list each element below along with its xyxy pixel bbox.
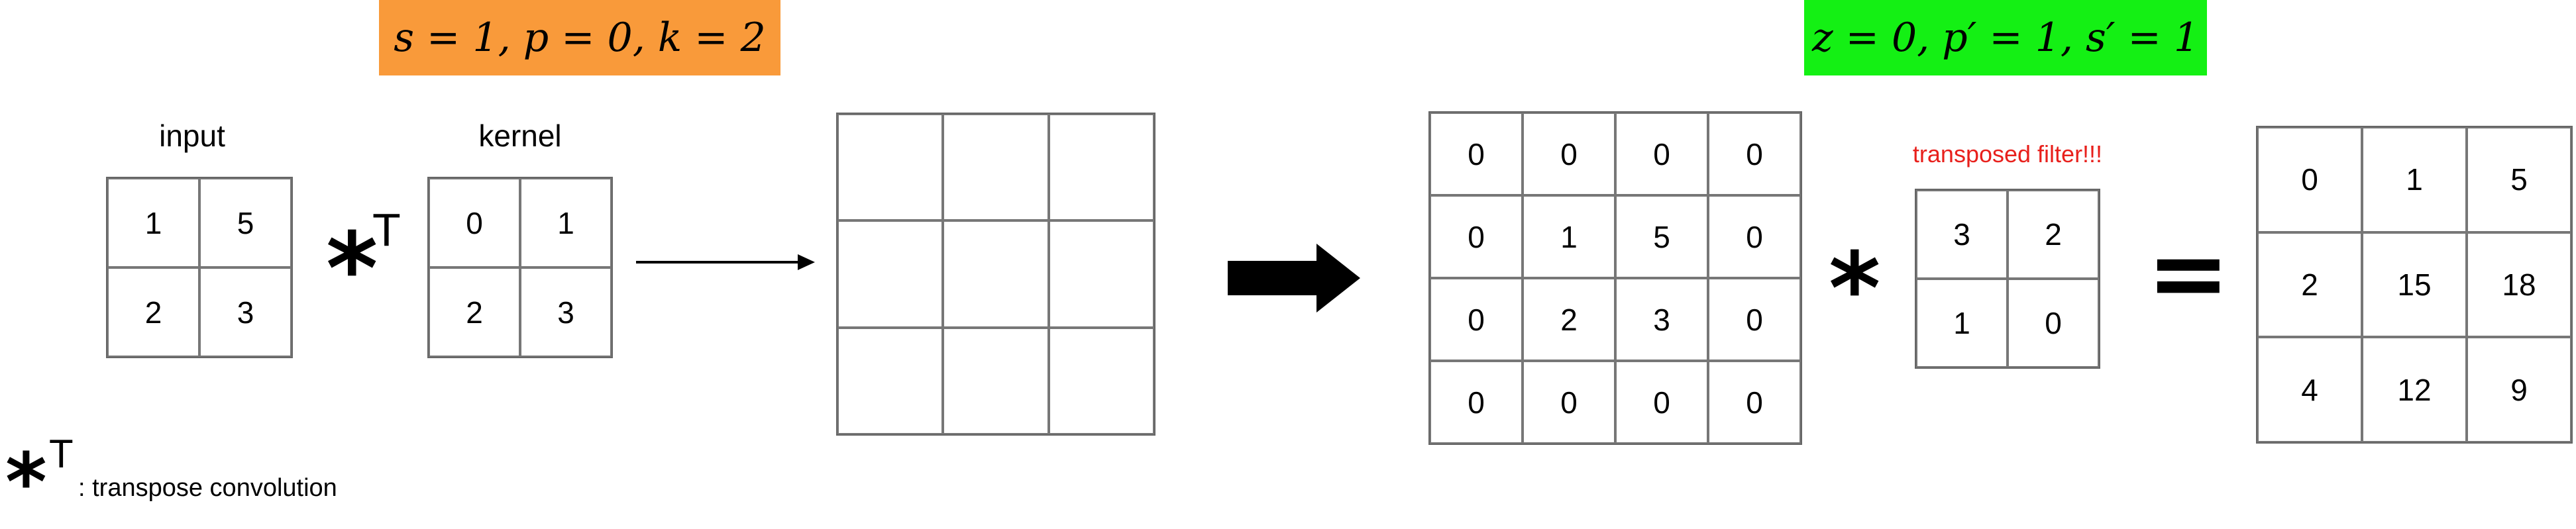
padded-cell: 0 bbox=[1430, 113, 1523, 195]
padded-cell: 0 bbox=[1523, 361, 1615, 444]
empty-cell bbox=[943, 327, 1049, 434]
empty-cell bbox=[1048, 220, 1154, 328]
transposed-filter-label: transposed filter!!! bbox=[1912, 140, 2103, 168]
filter-cell: 3 bbox=[1916, 190, 2008, 279]
empty-cell bbox=[1048, 114, 1154, 221]
input-cell: 2 bbox=[107, 267, 199, 357]
result-cell: 5 bbox=[2467, 127, 2571, 232]
kernel-cell: 0 bbox=[429, 178, 520, 267]
thin-arrow bbox=[636, 254, 815, 270]
input-cell: 1 bbox=[107, 178, 199, 267]
params-left-box: s = 1, p = 0, k = 2 bbox=[379, 0, 780, 75]
padded-cell: 5 bbox=[1615, 195, 1708, 278]
empty-cell bbox=[943, 220, 1049, 328]
input-cell: 3 bbox=[199, 267, 292, 357]
input-label: input bbox=[159, 119, 225, 153]
transposed-filter-matrix: 3 2 1 0 bbox=[1915, 189, 2100, 369]
empty-cell bbox=[1048, 327, 1154, 434]
padded-cell: 3 bbox=[1615, 278, 1708, 361]
params-right-box: z = 0, p′ = 1, s′ = 1 bbox=[1804, 0, 2207, 75]
kernel-label: kernel bbox=[478, 119, 562, 153]
result-cell: 9 bbox=[2467, 337, 2571, 442]
equals-sign: = bbox=[2147, 216, 2230, 331]
padded-cell: 0 bbox=[1615, 361, 1708, 444]
padded-cell: 0 bbox=[1430, 278, 1523, 361]
empty-cell bbox=[943, 114, 1049, 221]
result-cell: 0 bbox=[2257, 127, 2362, 232]
padded-cell: 0 bbox=[1708, 195, 1801, 278]
padded-cell: 0 bbox=[1708, 278, 1801, 361]
legend-asterisk: * bbox=[5, 437, 47, 529]
filter-cell: 1 bbox=[1916, 279, 2008, 367]
params-right-text: z = 0, p′ = 1, s′ = 1 bbox=[1811, 15, 2200, 61]
filter-cell: 2 bbox=[2008, 190, 2099, 279]
empty-cell bbox=[837, 114, 943, 221]
convolution-operator: * bbox=[1829, 232, 1881, 347]
result-cell: 15 bbox=[2362, 232, 2467, 338]
padded-cell: 0 bbox=[1430, 195, 1523, 278]
result-cell: 4 bbox=[2257, 337, 2362, 442]
kernel-cell: 2 bbox=[429, 267, 520, 357]
result-cell: 2 bbox=[2257, 232, 2362, 338]
empty-cell bbox=[837, 327, 943, 434]
params-left-text: s = 1, p = 0, k = 2 bbox=[394, 15, 766, 61]
empty-output-grid bbox=[836, 113, 1155, 436]
operator-superscript: T bbox=[372, 204, 401, 256]
filter-cell: 0 bbox=[2008, 279, 2099, 367]
kernel-cell: 3 bbox=[520, 267, 612, 357]
transpose-conv-operator: * T bbox=[326, 207, 401, 319]
padded-cell: 2 bbox=[1523, 278, 1615, 361]
kernel-cell: 1 bbox=[520, 178, 612, 267]
padded-cell: 0 bbox=[1615, 113, 1708, 195]
padded-cell: 0 bbox=[1708, 113, 1801, 195]
result-cell: 12 bbox=[2362, 337, 2467, 442]
result-cell: 18 bbox=[2467, 232, 2571, 338]
padded-cell: 1 bbox=[1523, 195, 1615, 278]
legend-text: : transpose convolution bbox=[78, 474, 337, 502]
legend-symbol: * T bbox=[5, 434, 74, 523]
input-matrix: 1 5 2 3 bbox=[106, 177, 293, 358]
padded-cell: 0 bbox=[1708, 361, 1801, 444]
input-cell: 5 bbox=[199, 178, 292, 267]
legend-superscript: T bbox=[49, 432, 74, 476]
padded-cell: 0 bbox=[1523, 113, 1615, 195]
big-arrow bbox=[1228, 244, 1360, 313]
padded-input-matrix: 0 0 0 0 0 1 5 0 0 2 3 0 0 0 0 0 bbox=[1428, 111, 1802, 445]
result-cell: 1 bbox=[2362, 127, 2467, 232]
kernel-matrix: 0 1 2 3 bbox=[427, 177, 613, 358]
operator-asterisk: * bbox=[326, 212, 378, 327]
empty-cell bbox=[837, 220, 943, 328]
padded-cell: 0 bbox=[1430, 361, 1523, 444]
result-matrix: 0 1 5 2 15 18 4 12 9 bbox=[2256, 126, 2573, 444]
